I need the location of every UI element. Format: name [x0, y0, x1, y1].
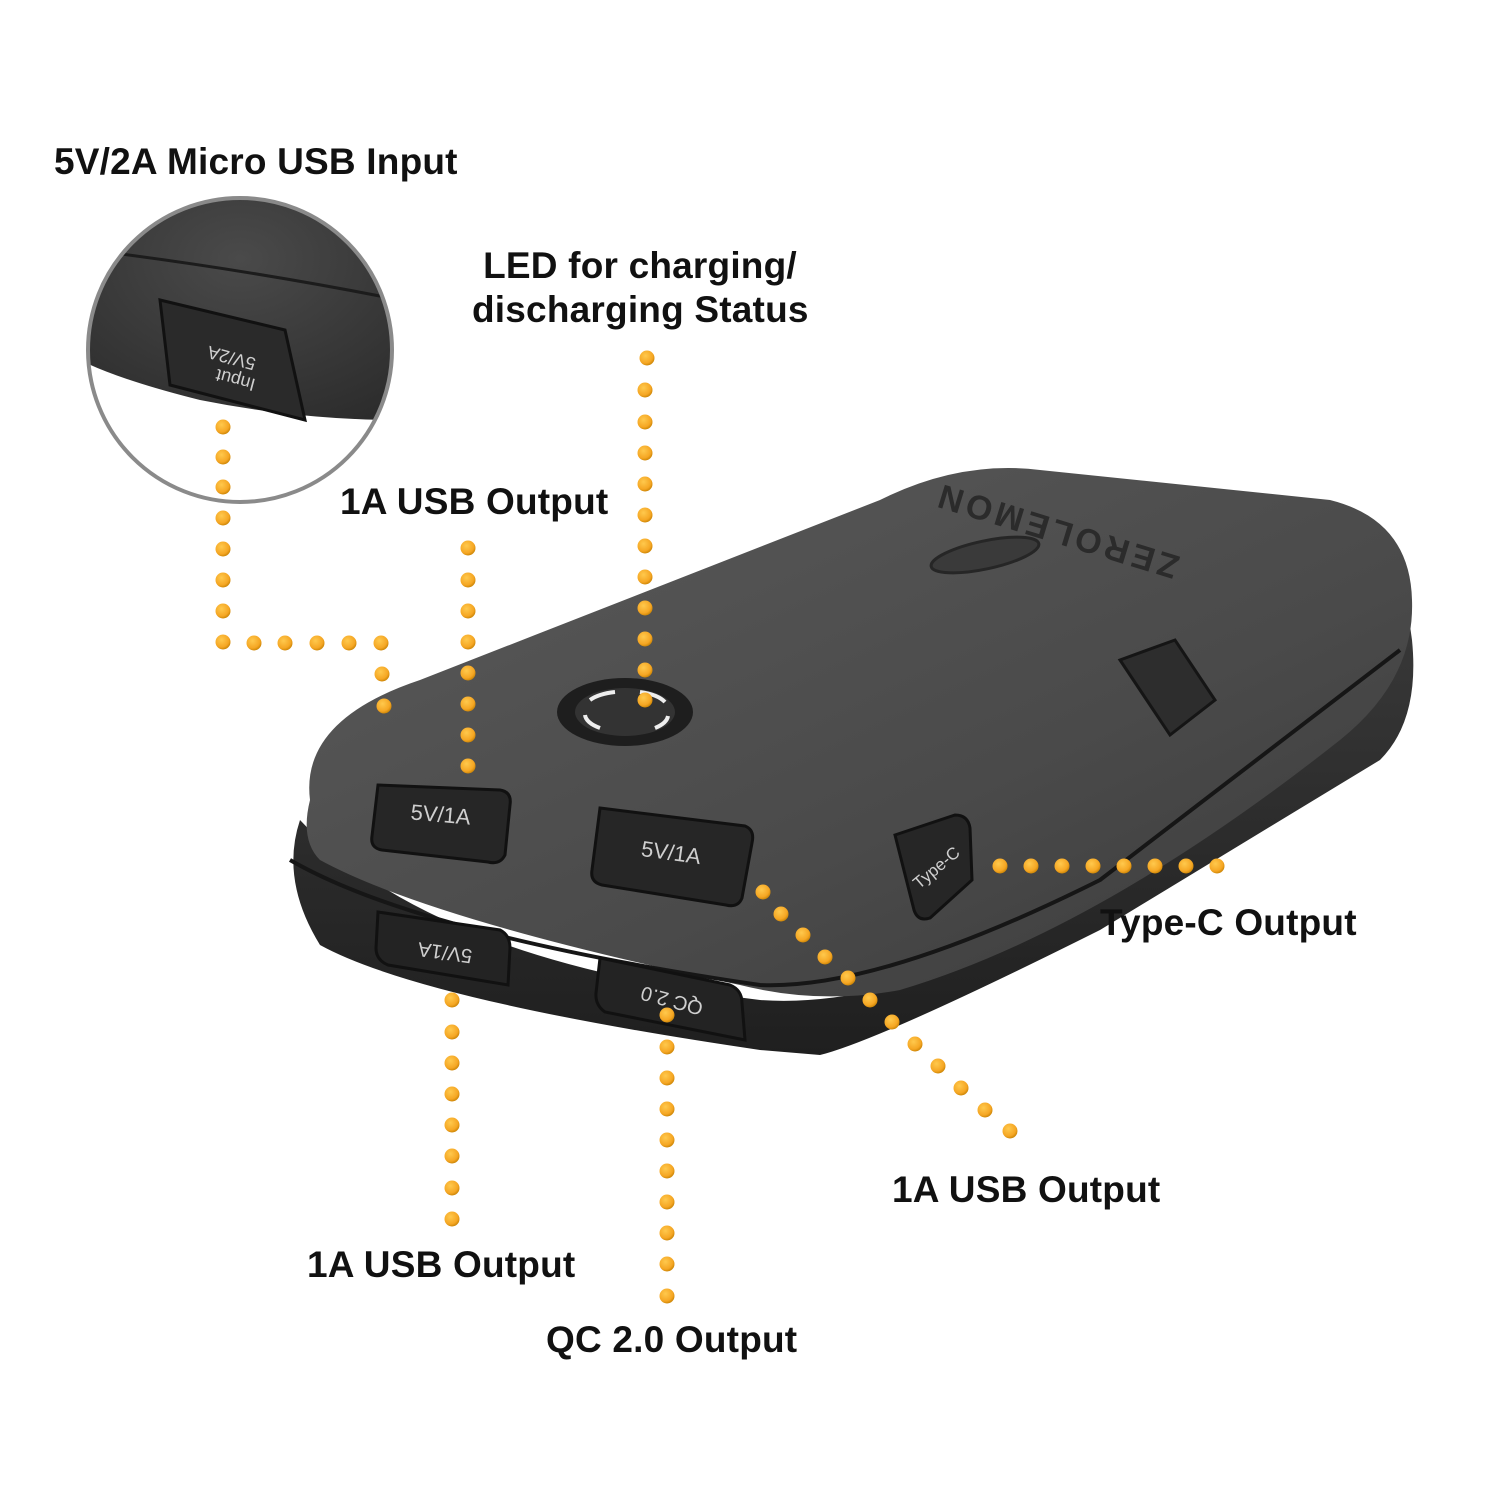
callout-led-status: LED for charging/ discharging Status	[472, 245, 809, 330]
callout-usb-output-top-left: 1A USB Output	[340, 481, 609, 522]
leader-usb-top-left	[460, 540, 476, 774]
device-body	[289, 468, 1414, 1055]
callout-usb-output-right: 1A USB Output	[892, 1169, 1161, 1210]
callout-qc-output: QC 2.0 Output	[546, 1319, 798, 1360]
callout-usb-output-bottom-left: 1A USB Output	[307, 1244, 576, 1285]
port-usb-bottom-left: 5V/1A	[374, 910, 512, 987]
leader-dots	[215, 350, 1225, 1304]
callout-type-c-output: Type-C Output	[1100, 902, 1357, 943]
port-usb-top-right: 5V/1A	[590, 806, 755, 908]
callout-micro-usb-input: 5V/2A Micro USB Input	[54, 141, 458, 182]
svg-text:5V/1A: 5V/1A	[410, 799, 472, 829]
port-type-c: Type-C	[893, 813, 974, 921]
zoom-inset-micro-usb: 5V/2A Input	[86, 196, 394, 504]
leader-qc	[659, 1007, 675, 1304]
side-button	[1117, 638, 1218, 738]
brand-leaf-icon	[929, 535, 1041, 575]
port-usb-top-left: 5V/1A	[370, 783, 512, 865]
leader-micro-usb-input	[215, 419, 392, 714]
leader-usb-bottom-left	[444, 992, 460, 1227]
leader-led	[637, 350, 655, 708]
led-indicator	[557, 678, 693, 746]
leader-usb-right	[755, 884, 1018, 1139]
leader-type-c	[992, 858, 1225, 874]
